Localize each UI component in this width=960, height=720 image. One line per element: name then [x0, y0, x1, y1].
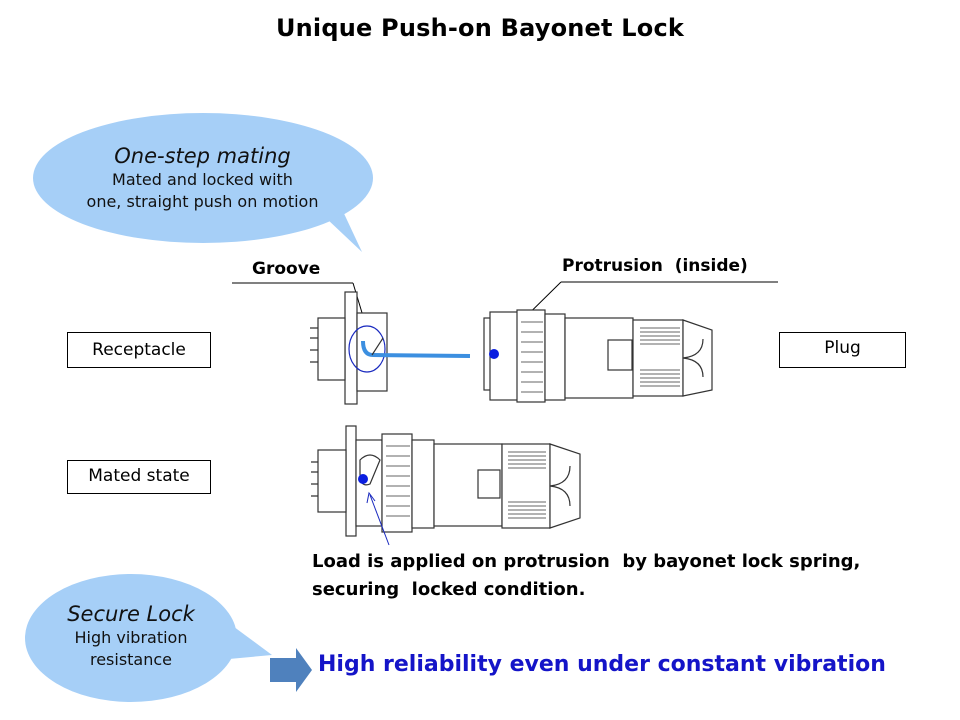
right-arrow-icon	[270, 648, 312, 692]
protrusion-callout: Protrusion (inside)	[562, 256, 748, 276]
load-note-line2: securing locked condition.	[312, 579, 586, 600]
page-title: Unique Push-on Bayonet Lock	[275, 14, 685, 42]
one-step-heading: One-step mating	[114, 144, 291, 168]
mated-state-label: Mated state	[67, 460, 211, 494]
plug-drawing	[483, 309, 713, 403]
conclusion-text: High reliability even under constant vib…	[318, 652, 886, 677]
one-step-line2: one, straight push on motion	[86, 192, 319, 211]
secure-lock-line2: resistance	[89, 650, 173, 669]
secure-lock-line1: High vibration	[74, 628, 188, 647]
secure-lock-heading: Secure Lock	[67, 602, 195, 626]
load-note-line1: Load is applied on protrusion by bayonet…	[312, 551, 861, 572]
receptacle-drawing	[310, 291, 471, 405]
secure-lock-bubble-shape	[25, 574, 272, 702]
one-step-bubble: One-step mating Mated and locked with on…	[40, 143, 365, 213]
load-leader-line	[366, 491, 390, 546]
receptacle-label: Receptacle	[67, 332, 211, 368]
plug-label: Plug	[779, 332, 906, 368]
one-step-line1: Mated and locked with	[112, 170, 293, 189]
protrusion-dot	[489, 349, 499, 359]
mated-state-drawing	[311, 425, 581, 537]
one-step-bubble-shape	[33, 113, 373, 252]
groove-callout: Groove	[252, 259, 321, 279]
load-note: Load is applied on protrusion by bayonet…	[312, 548, 957, 604]
secure-lock-bubble: Secure Lock High vibration resistance	[30, 601, 232, 671]
mated-protrusion-dot	[358, 474, 368, 484]
